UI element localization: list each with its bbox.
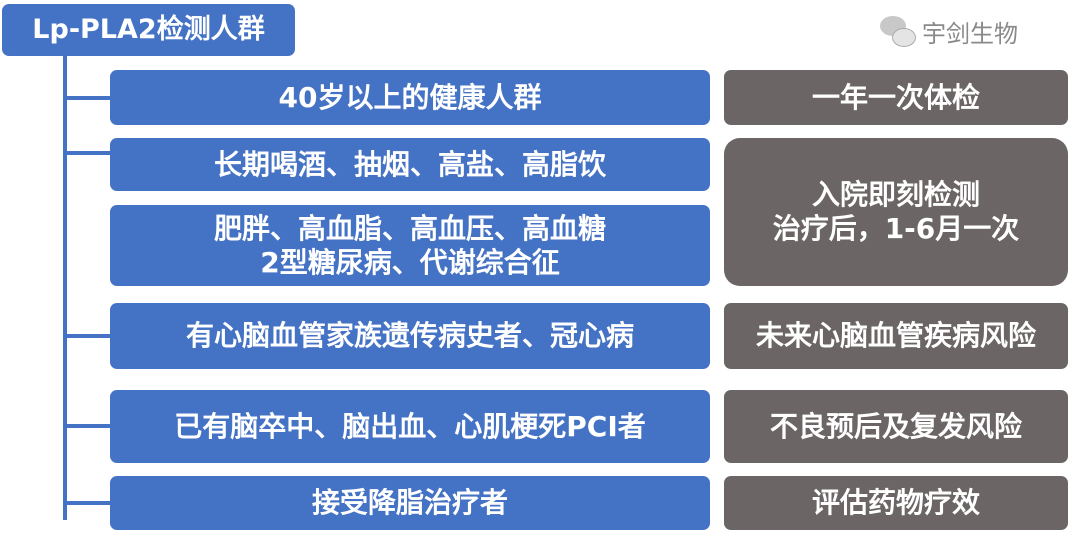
connector bbox=[63, 501, 110, 505]
title-text: Lp-PLA2检测人群 bbox=[32, 14, 265, 45]
connector bbox=[63, 334, 110, 338]
recommendation-box: 不良预后及复发风险 bbox=[724, 390, 1068, 463]
group-box: 有心脑血管家族遗传病史者、冠心病 bbox=[110, 303, 710, 369]
group-box: 已有脑卒中、脑出血、心肌梗死PCI者 bbox=[110, 390, 710, 463]
connector bbox=[63, 424, 110, 428]
group-label: 2型糖尿病、代谢综合征 bbox=[260, 245, 560, 279]
recommendation-label: 评估药物疗效 bbox=[811, 486, 980, 519]
group-label: 肥胖、高血脂、高血压、高血糖 bbox=[213, 211, 606, 245]
group-label: 接受降脂治疗者 bbox=[311, 486, 508, 519]
tree-trunk-line bbox=[63, 56, 67, 520]
group-box: 40岁以上的健康人群 bbox=[110, 70, 710, 125]
recommendation-label: 一年一次体检 bbox=[811, 80, 980, 114]
title-box: Lp-PLA2检测人群 bbox=[2, 4, 295, 56]
watermark-text: 宇剑生物 bbox=[922, 20, 1018, 48]
recommendation-box: 入院即刻检测治疗后，1-6月一次 bbox=[724, 138, 1068, 286]
group-label: 已有脑卒中、脑出血、心肌梗死PCI者 bbox=[174, 409, 646, 443]
recommendation-box: 评估药物疗效 bbox=[724, 476, 1068, 530]
watermark: 宇剑生物 bbox=[880, 14, 1018, 49]
recommendation-label: 入院即刻检测 bbox=[811, 178, 980, 211]
group-box: 接受降脂治疗者 bbox=[110, 476, 710, 530]
group-label: 有心脑血管家族遗传病史者、冠心病 bbox=[185, 319, 634, 352]
recommendation-label: 不良预后及复发风险 bbox=[769, 409, 1022, 443]
wechat-icon bbox=[880, 16, 916, 47]
recommendation-box: 未来心脑血管疾病风险 bbox=[724, 303, 1068, 369]
recommendation-label: 治疗后，1-6月一次 bbox=[772, 212, 1020, 245]
group-label: 40岁以上的健康人群 bbox=[278, 80, 542, 114]
recommendation-label: 未来心脑血管疾病风险 bbox=[755, 319, 1036, 352]
group-label: 长期喝酒、抽烟、高盐、高脂饮 bbox=[213, 147, 606, 181]
group-box: 长期喝酒、抽烟、高盐、高脂饮 bbox=[110, 138, 710, 191]
connector bbox=[63, 151, 110, 155]
recommendation-box: 一年一次体检 bbox=[724, 70, 1068, 125]
connector bbox=[63, 96, 110, 100]
